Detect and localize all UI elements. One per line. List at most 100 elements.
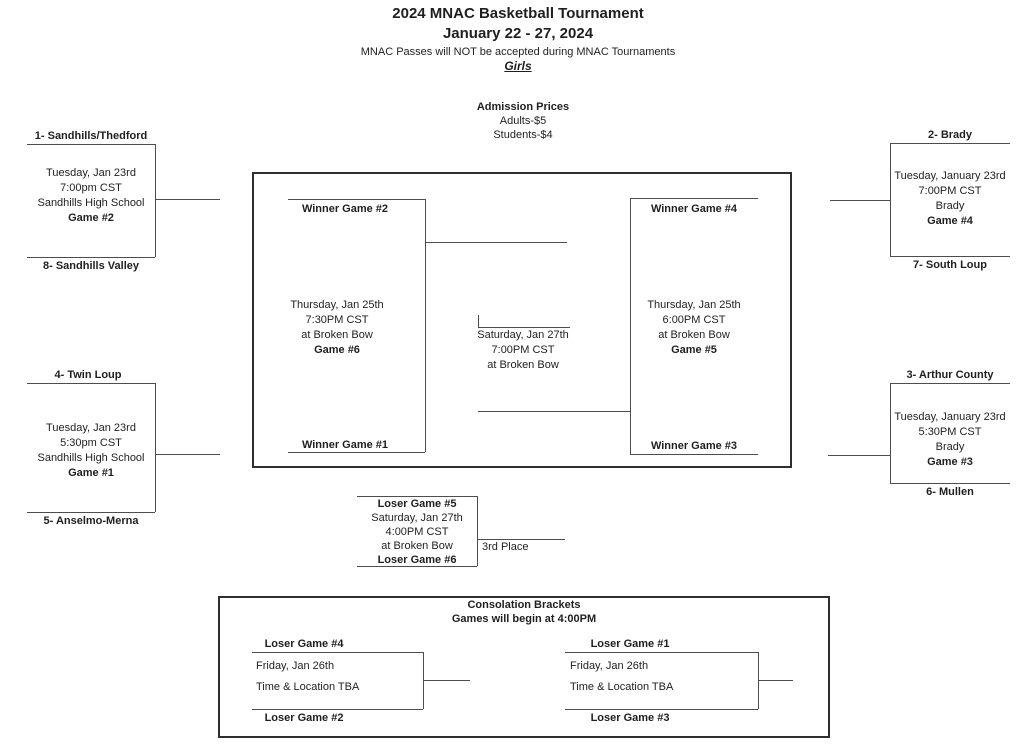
bracket-line — [357, 496, 477, 497]
bracket-line — [477, 496, 478, 566]
game6-time: 7:30PM CST — [305, 314, 369, 326]
game2-info: Tuesday, Jan 23rd 7:00pm CST Sandhills H… — [11, 166, 171, 226]
connector-line — [478, 411, 630, 412]
connector-line — [758, 680, 793, 681]
game4-label: Game #4 — [927, 215, 973, 227]
bracket-line — [890, 256, 1010, 257]
game2-label: Game #2 — [68, 212, 114, 224]
seed-brady: 2- Brady — [927, 129, 973, 141]
connector-line — [830, 200, 890, 201]
loser-game5-label: Loser Game #5 — [377, 498, 457, 510]
final-venue: at Broken Bow — [487, 359, 559, 371]
game5-info: Thursday, Jan 25th 6:00PM CST at Broken … — [624, 298, 764, 358]
bracket-line — [890, 143, 891, 256]
connector-line — [155, 199, 220, 200]
winner-game1-label: Winner Game #1 — [301, 439, 389, 451]
game3-time: 5:30PM CST — [918, 426, 982, 438]
game6-date: Thursday, Jan 25th — [290, 299, 384, 311]
loser-game1-label: Loser Game #1 — [590, 638, 670, 650]
seed-twin-loup: 4- Twin Loup — [54, 369, 122, 381]
loser-game2-label: Loser Game #2 — [264, 712, 344, 724]
bracket-line — [288, 199, 425, 200]
game4-venue: Brady — [935, 200, 965, 212]
game6-info: Thursday, Jan 25th 7:30PM CST at Broken … — [267, 298, 407, 358]
seed-anselmo-merna: 5- Anselmo-Merna — [43, 515, 139, 527]
connector-line — [155, 454, 220, 455]
bracket-line — [478, 315, 479, 327]
connector-line — [423, 680, 470, 681]
game6-venue: at Broken Bow — [301, 329, 373, 341]
tournament-dates: January 22 - 27, 2024 — [442, 25, 594, 42]
seed-arthur-county: 3- Arthur County — [906, 369, 994, 381]
loser-game4-label: Loser Game #4 — [264, 638, 344, 650]
bracket-line — [27, 257, 155, 258]
loser-game3-label: Loser Game #3 — [590, 712, 670, 724]
bracket-line — [155, 383, 156, 512]
page-title: 2024 MNAC Basketball Tournament — [392, 5, 644, 22]
winner-game4-label: Winner Game #4 — [650, 203, 738, 215]
game2-date: Tuesday, Jan 23rd — [46, 167, 136, 179]
bracket-line — [630, 198, 758, 199]
bracket-line — [425, 199, 426, 452]
admission-students: Students-$4 — [493, 129, 553, 141]
bracket-line — [890, 483, 1010, 484]
consolation-left-venue: Time & Location TBA — [256, 681, 360, 693]
connector-line — [477, 539, 565, 540]
consolation-heading: Consolation Brackets — [467, 599, 581, 611]
game5-label: Game #5 — [671, 344, 717, 356]
champion-line — [478, 327, 570, 328]
game4-date: Tuesday, January 23rd — [894, 170, 1006, 182]
game3-info: Tuesday, January 23rd 5:30PM CST Brady G… — [880, 410, 1020, 470]
game1-label: Game #1 — [68, 467, 114, 479]
bracket-line — [890, 383, 891, 483]
bracket-line — [155, 144, 156, 257]
passes-notice: MNAC Passes will NOT be accepted during … — [360, 46, 676, 58]
final-info: Saturday, Jan 27th 7:00PM CST at Broken … — [453, 328, 593, 373]
bracket-line — [630, 454, 758, 455]
third-place-time: 4:00PM CST — [385, 526, 449, 538]
consolation-box — [218, 596, 830, 738]
winner-game2-label: Winner Game #2 — [301, 203, 389, 215]
bracket-line — [357, 566, 477, 567]
connector-line — [828, 455, 890, 456]
game5-venue: at Broken Bow — [658, 329, 730, 341]
bracket-line — [27, 383, 155, 384]
winner-game3-label: Winner Game #3 — [650, 440, 738, 452]
bracket-line — [565, 652, 758, 653]
bracket-line — [252, 709, 423, 710]
seed-mullen: 6- Mullen — [926, 486, 974, 498]
game5-time: 6:00PM CST — [662, 314, 726, 326]
final-date: Saturday, Jan 27th — [477, 329, 569, 341]
game3-venue: Brady — [935, 441, 965, 453]
game3-date: Tuesday, January 23rd — [894, 411, 1006, 423]
game3-label: Game #3 — [927, 456, 973, 468]
admission-adults: Adults-$5 — [499, 115, 547, 127]
game5-date: Thursday, Jan 25th — [647, 299, 741, 311]
bracket-line — [27, 144, 155, 145]
consolation-left-date: Friday, Jan 26th — [256, 660, 335, 672]
bracket-line — [565, 709, 758, 710]
game1-info: Tuesday, Jan 23rd 5:30pm CST Sandhills H… — [11, 421, 171, 481]
game4-info: Tuesday, January 23rd 7:00PM CST Brady G… — [880, 169, 1020, 229]
consolation-right-venue: Time & Location TBA — [570, 681, 674, 693]
third-place-date: Saturday, Jan 27th — [371, 512, 463, 524]
game6-label: Game #6 — [314, 344, 360, 356]
bracket-line — [252, 652, 423, 653]
bracket-line — [890, 143, 1010, 144]
division-label: Girls — [504, 59, 532, 73]
bracket-line — [288, 452, 425, 453]
game1-date: Tuesday, Jan 23rd — [46, 422, 136, 434]
semifinal-final-box — [252, 172, 792, 468]
third-place-venue: at Broken Bow — [381, 540, 453, 552]
game2-time: 7:00pm CST — [60, 182, 122, 194]
third-place-info: Loser Game #5 Saturday, Jan 27th 4:00PM … — [347, 497, 487, 567]
third-place-result-label: 3rd Place — [482, 541, 529, 553]
consolation-subheading: Games will begin at 4:00PM — [451, 613, 597, 625]
game1-time: 5:30pm CST — [60, 437, 122, 449]
seed-south-loup: 7- South Loup — [913, 259, 987, 271]
game4-time: 7:00PM CST — [918, 185, 982, 197]
seed-sandhills-thedford: 1- Sandhills/Thedford — [34, 130, 148, 142]
admission-heading: Admission Prices — [476, 101, 570, 113]
bracket-line — [630, 198, 631, 454]
